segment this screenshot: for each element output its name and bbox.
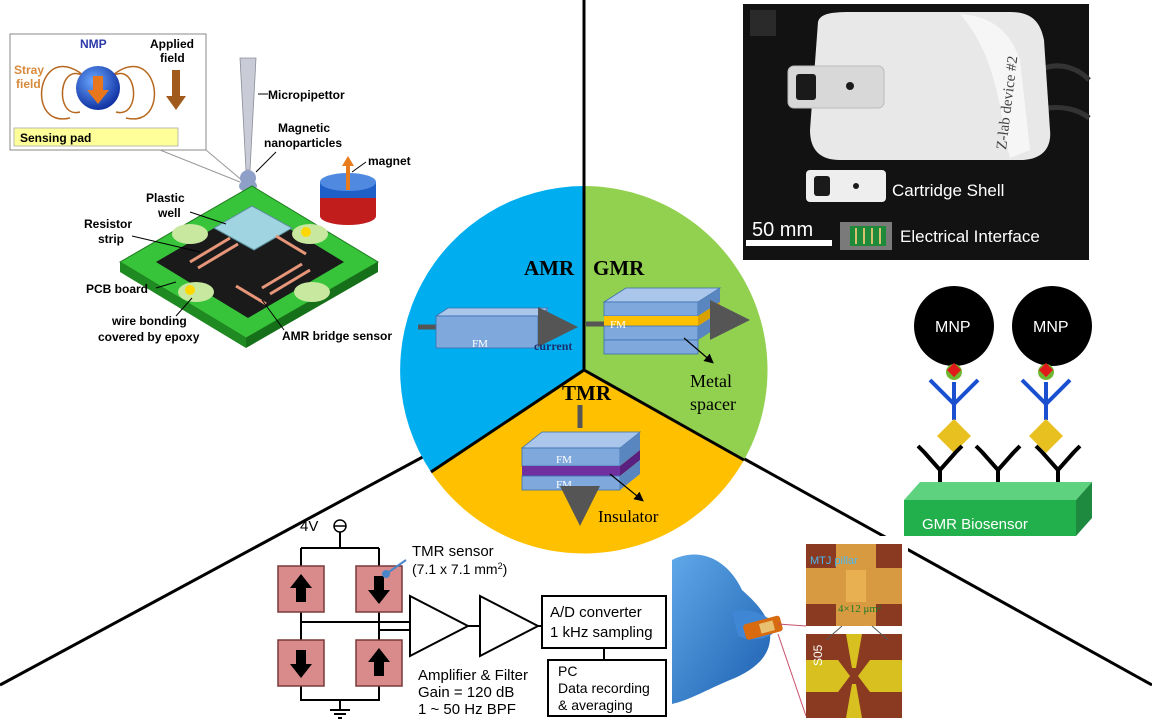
nmp-label: NMP [80,37,107,51]
amplifier-band: 1 ~ 50 Hz BPF [418,701,516,718]
chip-id-label: S05 [811,644,825,666]
tmr-sensor-size-prefix: (7.1 x 7.1 mm [412,561,498,577]
tmr-panel: 4V TMR sensor (7.1 x 7.1 mm2) [277,518,908,720]
cartridge-shell-label: Cartridge Shell [892,181,1004,200]
electrical-interface-label: Electrical Interface [900,227,1040,246]
stray-field-label: field [16,77,41,91]
mnp-particle-2 [1012,286,1092,366]
spacer-label: spacer [690,394,736,414]
mnp-1-label: MNP [935,319,971,336]
pc-averaging: & averaging [558,697,633,713]
pcb-board-label: PCB board [86,282,148,296]
amplifier-1 [409,594,471,658]
magnetic-label: Magnetic [278,121,330,135]
plastic-label: Plastic [146,191,185,205]
well-label: well [157,206,181,220]
pc-title: PC [558,663,577,679]
amr-fm-label: FM [472,338,488,350]
micropipettor [239,57,257,171]
adc-sampling: 1 kHz sampling [550,624,653,641]
applied-label: Applied [150,37,194,51]
voltage-label: 4V [300,518,318,535]
mnp-2-label: MNP [1033,319,1069,336]
amr-label: AMR [524,256,575,280]
tmr-label: TMR [562,381,612,405]
amr-bridge-sensor-label: AMR bridge sensor [282,329,392,343]
stray-label: Stray [14,63,44,77]
tmr-fm-bottom-label: FM [556,479,572,491]
sensing-pad-label: Sensing pad [20,131,91,145]
tmr-sensor-size-suffix: ) [503,561,508,577]
adc-box [541,595,667,649]
amplifier-2 [479,594,541,658]
resistor-label: Resistor [84,217,132,231]
tmr-sensor-size: (7.1 x 7.1 mm2) [412,561,507,577]
amplifier-title: Amplifier & Filter [418,667,528,684]
mtj-pillar-label: MTJ pillar [810,555,858,567]
center-circle [400,186,768,554]
mnp-particle-1 [914,286,994,366]
gloved-hand [672,554,771,704]
tmr-layer-stack: FM FM Insulator [520,405,659,526]
pc-recording: Data recording [558,680,650,696]
amr-panel: Sensing pad NMP Applied field Stray fiel… [9,33,411,348]
tmr-sensor-title: TMR sensor [412,543,494,560]
mnp-assay-diagram: MNP MNP GMR Biosensor [904,286,1092,536]
gmr-label: GMR [593,256,645,280]
magnet-label: magnet [368,154,411,168]
metal-label: Metal [690,371,732,391]
applied-field-label: field [160,51,185,65]
insulator-label: Insulator [598,507,659,526]
amplifier-gain: Gain = 120 dB [418,684,514,701]
strip-label: strip [98,232,124,246]
gmr-panel: Z-lab device #2 Cartridge Shell 50 mm El… [743,4,1092,536]
tmr-sensor-size-sup: 2 [498,561,503,571]
gmr-layer-stack: FM FM Metal spacer [586,287,750,414]
pc-box [547,659,667,717]
pillar-size-label: 4×12 μm² [838,603,882,615]
gmr-biosensor-label: GMR Biosensor [922,516,1028,533]
current-label: current [534,339,572,353]
sensing-pad [13,127,179,147]
covered-by-epoxy-label: covered by epoxy [98,330,200,344]
adc-title: A/D converter [550,604,642,621]
nanoparticles-label: nanoparticles [264,136,342,150]
tmr-fm-top-label: FM [556,454,572,466]
scale-bar-label: 50 mm [752,219,813,241]
gmr-biosensor-slab [904,500,1076,536]
gmr-fm-top-label: FM [610,319,626,331]
amr-layer-stack: FM current [418,307,578,353]
tmr-element-top-right [355,565,403,613]
wire-bonding-label: wire bonding [111,314,187,328]
micropipettor-label: Micropipettor [268,88,345,102]
scale-bar [746,240,832,246]
